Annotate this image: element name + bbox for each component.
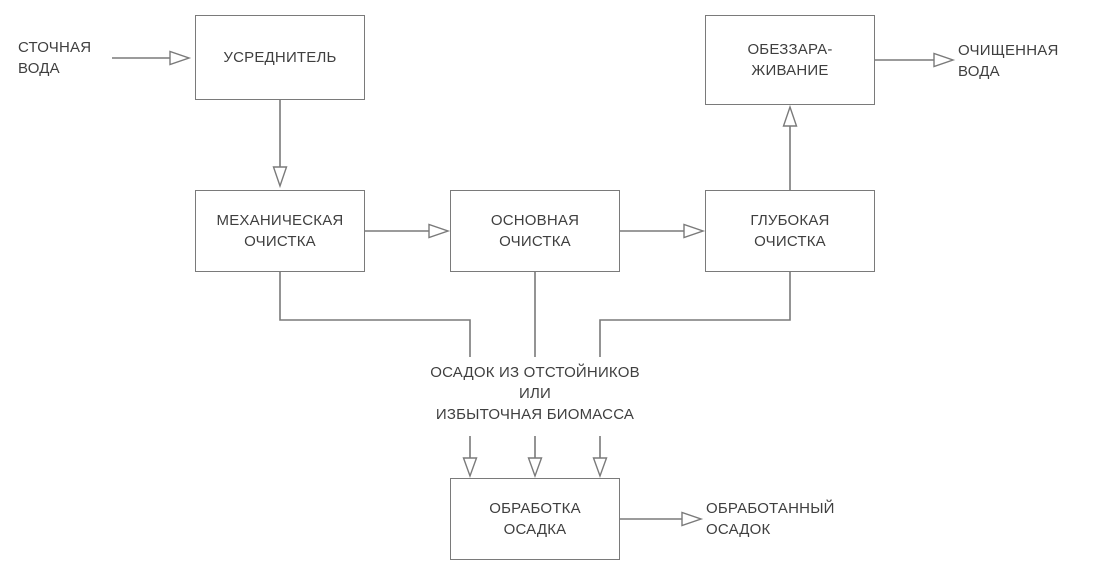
node-disinfection: ОБЕЗЗАРА- ЖИВАНИЕ (705, 15, 875, 105)
arrow-sludge-note-to-processing-left (462, 436, 478, 479)
arrowhead (169, 50, 192, 66)
label-sludge-note: ОСАДОК ИЗ ОТСТОЙНИКОВ ИЛИ ИЗБЫТОЧНАЯ БИО… (430, 364, 640, 423)
arrowhead (933, 52, 956, 68)
arrowhead (462, 457, 478, 479)
label-input-water: СТОЧНАЯ ВОДА (18, 39, 92, 77)
label-output-sludge: ОБРАБОТАННЫЙ ОСАДОК (706, 500, 835, 538)
node-mechanical-treatment: МЕХАНИЧЕСКАЯ ОЧИСТКА (195, 190, 365, 272)
arrowhead (428, 223, 451, 239)
node-primary-treatment: ОСНОВНАЯ ОЧИСТКА (450, 190, 620, 272)
arrowhead (272, 166, 288, 189)
line-deep-to-sludge-note (599, 272, 791, 357)
arrow-deep-to-disinfection (782, 104, 798, 190)
arrow-disinfection-to-output-water (875, 52, 956, 68)
arrowhead (681, 511, 704, 527)
node-sludge-processing: ОБРАБОТКА ОСАДКА (450, 478, 620, 560)
arrow-processing-to-output-sludge (620, 511, 704, 527)
arrow-sludge-note-to-processing-center (527, 436, 543, 479)
line-mechanical-to-sludge-note (279, 272, 471, 357)
arrow-sludge-note-to-processing-right (592, 436, 608, 479)
arrow-equalizer-to-mechanical (272, 100, 288, 189)
arrow-mechanical-to-primary (365, 223, 451, 239)
arrowhead (527, 457, 543, 479)
arrow-input-to-equalizer (112, 50, 192, 66)
arrowhead (782, 104, 798, 127)
label-output-water: ОЧИЩЕННАЯ ВОДА (958, 42, 1059, 80)
arrowhead (592, 457, 608, 479)
arrowhead (683, 223, 706, 239)
arrow-primary-to-deep (620, 223, 706, 239)
node-equalizer: УСРЕДНИТЕЛЬ (195, 15, 365, 100)
node-deep-treatment: ГЛУБОКАЯ ОЧИСТКА (705, 190, 875, 272)
